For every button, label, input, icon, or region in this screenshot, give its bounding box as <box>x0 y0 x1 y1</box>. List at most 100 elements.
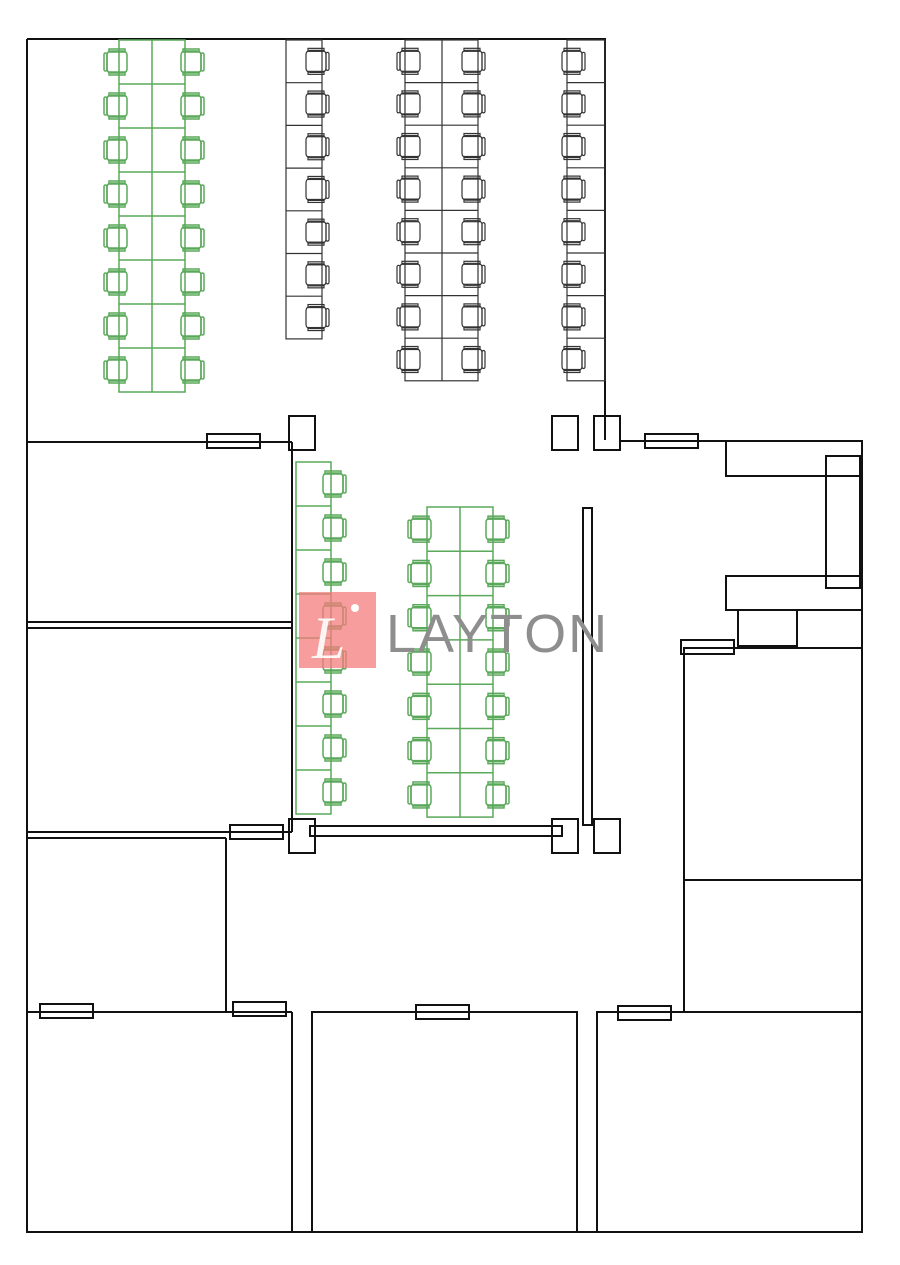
chair-arm <box>463 198 481 203</box>
chair-arm <box>563 175 581 180</box>
chair-seat <box>322 516 344 540</box>
chair-arm <box>563 241 581 246</box>
chair-seat <box>180 94 202 118</box>
chair-icon <box>407 515 432 543</box>
chair-arm <box>324 514 342 519</box>
chair-armrest <box>481 136 486 157</box>
chair-icon <box>461 47 486 75</box>
chair-arm <box>324 581 342 586</box>
chair-icon <box>180 136 205 164</box>
chair-arm <box>563 218 581 223</box>
chair-armrest <box>505 652 510 672</box>
chair-arm <box>401 47 419 52</box>
chair-armrest <box>396 51 401 71</box>
chair-icon <box>485 692 510 721</box>
chair-icon <box>322 734 347 762</box>
chair-arm <box>463 218 481 223</box>
chair-arm <box>108 203 126 208</box>
chair-seat <box>106 314 128 338</box>
chair-armrest <box>481 222 486 242</box>
chair-icon <box>561 175 586 203</box>
chair-icon <box>561 260 586 288</box>
chair-seat <box>180 314 202 338</box>
chair-armrest <box>342 694 347 714</box>
door <box>229 824 284 840</box>
chair-arm <box>324 493 342 498</box>
chair-arm <box>412 515 430 520</box>
chair-seat <box>461 347 483 372</box>
chair-arm <box>108 136 126 141</box>
chair-icon <box>461 175 486 203</box>
chair-seat <box>410 517 432 541</box>
chair-seat <box>106 94 128 118</box>
column <box>288 818 316 854</box>
gray-cluster-c <box>561 39 606 382</box>
chair-icon <box>103 312 128 340</box>
chair-arm <box>182 356 200 361</box>
chair-icon <box>561 218 586 246</box>
chair-arm <box>463 260 481 265</box>
chair-seat <box>561 177 583 201</box>
logo-mark-letter: L <box>311 605 345 671</box>
chair-icon <box>485 648 510 676</box>
chair-arm <box>401 218 419 223</box>
chair-arm <box>401 70 419 75</box>
chair-arm <box>401 283 419 288</box>
chair-arm <box>563 303 581 308</box>
chair-armrest <box>581 136 586 157</box>
chair-seat <box>305 49 327 73</box>
chair-seat <box>461 49 483 73</box>
chair-armrest <box>396 349 401 370</box>
chair-armrest <box>407 785 412 805</box>
chair-icon <box>305 175 330 204</box>
chair-seat <box>322 736 344 760</box>
chair-seat <box>399 305 421 329</box>
chair-armrest <box>396 136 401 157</box>
chair-arm <box>307 241 325 246</box>
chair-seat <box>561 134 583 159</box>
chair-seat <box>561 92 583 116</box>
chair-arm <box>563 155 581 161</box>
door <box>680 639 735 655</box>
chair-armrest <box>505 740 510 761</box>
chair-armrest <box>407 652 412 672</box>
chair-arm <box>307 198 325 204</box>
chair-arm <box>463 113 481 118</box>
chair-armrest <box>325 137 330 157</box>
chair-arm <box>563 198 581 203</box>
chair-icon <box>561 303 586 331</box>
chair-icon <box>305 303 330 332</box>
door <box>206 433 261 449</box>
chair-icon <box>407 604 432 632</box>
chair-arm <box>307 175 325 181</box>
chair-arm <box>401 345 419 351</box>
chair-arm <box>307 284 325 289</box>
chair-icon <box>407 648 432 676</box>
chair-arm <box>563 345 581 351</box>
door <box>39 1003 94 1019</box>
chair-arm <box>182 136 200 141</box>
chair-arm <box>108 115 126 120</box>
chair-arm <box>563 326 581 331</box>
chair-seat <box>461 177 483 201</box>
chair-arm <box>108 247 126 252</box>
chair-icon <box>180 92 205 120</box>
chair-armrest <box>481 349 486 370</box>
partition-wall <box>582 507 593 826</box>
chair-arm <box>412 648 430 653</box>
chair-icon <box>396 303 421 331</box>
chair-armrest <box>581 94 586 114</box>
chair-icon <box>461 90 486 118</box>
gray-cluster-b <box>396 39 486 382</box>
chair-arm <box>412 604 430 609</box>
chair-arm <box>401 155 419 161</box>
chair-seat <box>561 220 583 244</box>
chair-seat <box>561 262 583 286</box>
desk-block <box>285 39 323 340</box>
chair-arm <box>412 759 430 765</box>
chair-icon <box>103 180 128 208</box>
chair-arm <box>108 312 126 317</box>
chair-arm <box>182 312 200 317</box>
chair-arm <box>324 690 342 695</box>
